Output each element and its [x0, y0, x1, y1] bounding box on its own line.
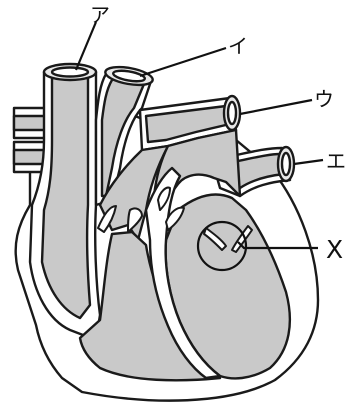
label-u: ウ: [314, 87, 334, 111]
vessel-a-opening-inner: [52, 68, 88, 77]
leader-e: [294, 160, 323, 164]
label-x: X: [326, 235, 343, 264]
leader-i: [140, 48, 226, 76]
leader-u: [240, 100, 312, 114]
leader-a: [76, 22, 96, 70]
vessel-e-opening-inner: [282, 153, 290, 175]
label-e: エ: [326, 149, 346, 173]
vessel-u-opening-inner: [228, 102, 236, 124]
label-a: ア: [90, 3, 110, 27]
label-i: イ: [228, 34, 248, 58]
